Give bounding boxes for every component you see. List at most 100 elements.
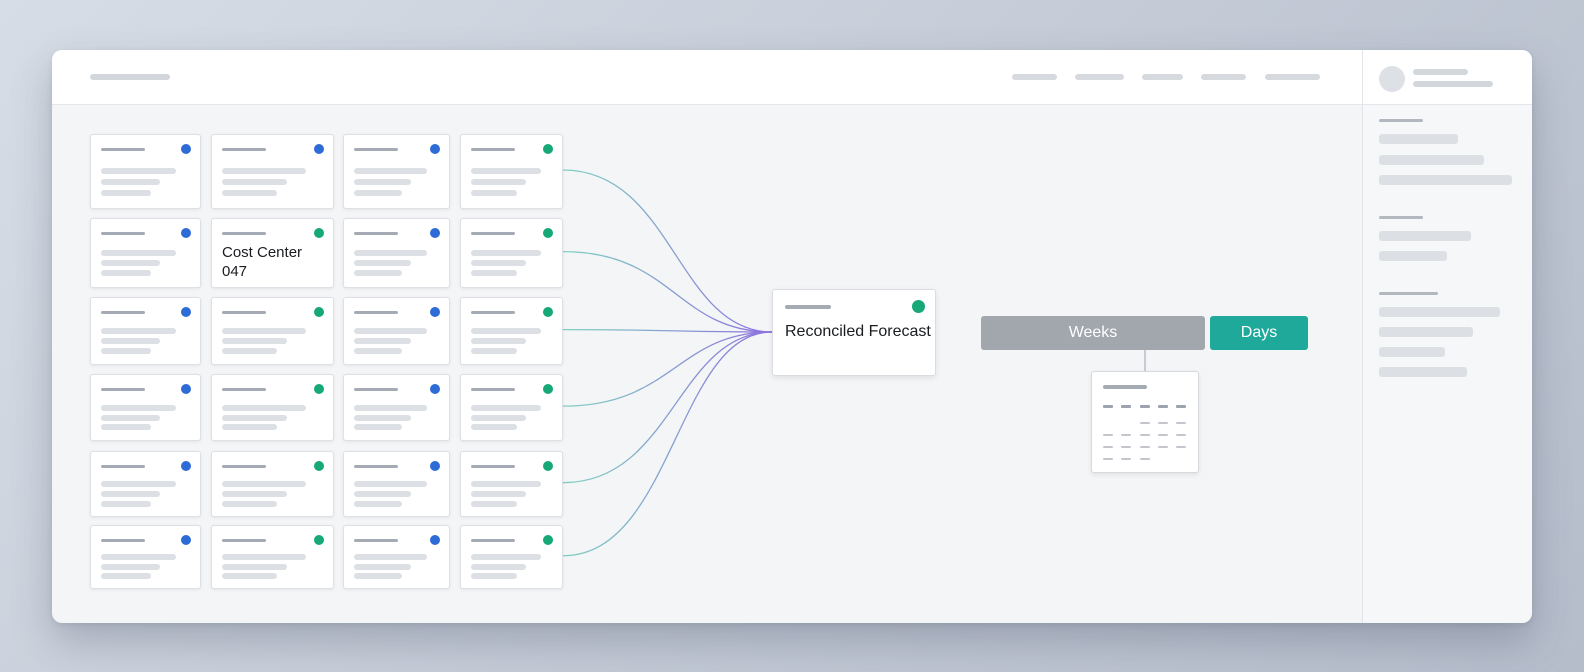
- nav-item-3[interactable]: [1142, 74, 1183, 80]
- cost-center-card[interactable]: [343, 451, 450, 517]
- calendar-day[interactable]: [1176, 422, 1186, 424]
- green-status-dot-icon: [543, 461, 553, 471]
- calendar-day[interactable]: [1103, 446, 1113, 448]
- card-line-placeholder: [222, 573, 277, 580]
- calendar-popover-icon[interactable]: [1091, 371, 1199, 473]
- sidebar-row[interactable]: [1379, 367, 1467, 377]
- calendar-day[interactable]: [1103, 458, 1113, 460]
- cost-center-card[interactable]: [90, 218, 201, 288]
- card-line-placeholder: [222, 424, 277, 431]
- card-heading-placeholder: [101, 232, 145, 235]
- blue-status-dot-icon: [181, 144, 191, 154]
- cost-center-card[interactable]: [211, 134, 334, 209]
- card-line-placeholder: [354, 424, 402, 431]
- calendar-day[interactable]: [1121, 434, 1131, 436]
- cost-center-card[interactable]: [460, 451, 563, 517]
- calendar-day[interactable]: [1103, 434, 1113, 436]
- sidebar-section-3-title: [1379, 292, 1438, 295]
- card-line-placeholder: [101, 179, 160, 185]
- cost-center-card[interactable]: Cost Center 047: [211, 218, 334, 288]
- cost-center-card[interactable]: [343, 134, 450, 209]
- cost-center-card[interactable]: [460, 297, 563, 365]
- calendar-day[interactable]: [1140, 446, 1150, 448]
- card-line-placeholder: [471, 563, 526, 570]
- calendar-day[interactable]: [1140, 458, 1150, 460]
- green-status-dot-icon: [543, 384, 553, 394]
- blue-status-dot-icon: [430, 307, 440, 317]
- card-heading-placeholder: [222, 465, 266, 468]
- cost-center-card[interactable]: [460, 374, 563, 441]
- calendar-day[interactable]: [1176, 434, 1186, 436]
- nav-item-5[interactable]: [1265, 74, 1320, 80]
- card-line-placeholder: [471, 179, 526, 185]
- card-line-placeholder: [471, 328, 541, 335]
- cost-center-card[interactable]: [343, 218, 450, 288]
- card-line-placeholder: [471, 338, 526, 345]
- sidebar-row[interactable]: [1379, 251, 1447, 261]
- card-heading-placeholder: [354, 232, 398, 235]
- cost-center-card[interactable]: [90, 451, 201, 517]
- cost-center-card[interactable]: [211, 297, 334, 365]
- cost-center-card[interactable]: [211, 525, 334, 589]
- sidebar-row[interactable]: [1379, 327, 1473, 337]
- card-heading-placeholder: [222, 232, 266, 235]
- card-heading-placeholder: [222, 539, 266, 542]
- calendar-weekday: [1176, 405, 1186, 408]
- calendar-day[interactable]: [1140, 434, 1150, 436]
- blue-status-dot-icon: [430, 461, 440, 471]
- card-to-forecast-link: [562, 331, 773, 407]
- card-to-forecast-link: [562, 250, 773, 333]
- days-toggle-button[interactable]: Days: [1210, 316, 1308, 350]
- cost-center-card[interactable]: [343, 525, 450, 589]
- blue-status-dot-icon: [181, 307, 191, 317]
- card-line-placeholder: [222, 179, 287, 185]
- calendar-weekday: [1103, 405, 1113, 408]
- sidebar-row[interactable]: [1379, 134, 1458, 144]
- card-to-forecast-link: [562, 331, 773, 557]
- cost-center-card[interactable]: [90, 525, 201, 589]
- cost-center-card[interactable]: [90, 134, 201, 209]
- calendar-day[interactable]: [1176, 446, 1186, 448]
- cost-center-card[interactable]: [460, 218, 563, 288]
- sidebar-row[interactable]: [1379, 347, 1445, 357]
- user-header[interactable]: [1363, 50, 1532, 105]
- sidebar-row[interactable]: [1379, 175, 1512, 185]
- weeks-toggle-button[interactable]: Weeks: [981, 316, 1205, 350]
- sidebar-row[interactable]: [1379, 155, 1484, 165]
- cost-center-card[interactable]: [90, 374, 201, 441]
- cost-center-card[interactable]: [460, 134, 563, 209]
- cost-center-card[interactable]: [211, 451, 334, 517]
- nav-item-4[interactable]: [1201, 74, 1246, 80]
- cost-center-card[interactable]: [460, 525, 563, 589]
- card-line-placeholder: [222, 554, 306, 561]
- blue-status-dot-icon: [181, 535, 191, 545]
- cost-center-card[interactable]: [90, 297, 201, 365]
- calendar-day[interactable]: [1158, 446, 1168, 448]
- card-heading-placeholder: [222, 388, 266, 391]
- card-line-placeholder: [354, 490, 411, 497]
- calendar-day[interactable]: [1121, 446, 1131, 448]
- avatar-icon[interactable]: [1379, 66, 1405, 92]
- green-status-dot-icon: [314, 307, 324, 317]
- sidebar-row[interactable]: [1379, 231, 1471, 241]
- calendar-day[interactable]: [1121, 458, 1131, 460]
- cost-center-card[interactable]: [343, 374, 450, 441]
- card-line-placeholder: [471, 168, 541, 174]
- card-line-placeholder: [101, 563, 160, 570]
- sidebar-row[interactable]: [1379, 307, 1500, 317]
- cost-center-card[interactable]: [211, 374, 334, 441]
- cost-center-card[interactable]: [343, 297, 450, 365]
- node-subtitle-placeholder: [785, 305, 831, 309]
- calendar-day[interactable]: [1158, 434, 1168, 436]
- card-line-placeholder: [354, 168, 427, 174]
- card-line-placeholder: [471, 414, 526, 421]
- reconciled-forecast-node[interactable]: Reconciled Forecast: [772, 289, 936, 376]
- card-line-placeholder: [354, 404, 427, 411]
- card-line-placeholder: [354, 249, 427, 256]
- calendar-day[interactable]: [1158, 422, 1168, 424]
- calendar-day[interactable]: [1140, 422, 1150, 424]
- nav-item-2[interactable]: [1075, 74, 1124, 80]
- sidebar-section-1-title: [1379, 119, 1423, 122]
- nav-item-1[interactable]: [1012, 74, 1057, 80]
- card-line-placeholder: [471, 270, 517, 277]
